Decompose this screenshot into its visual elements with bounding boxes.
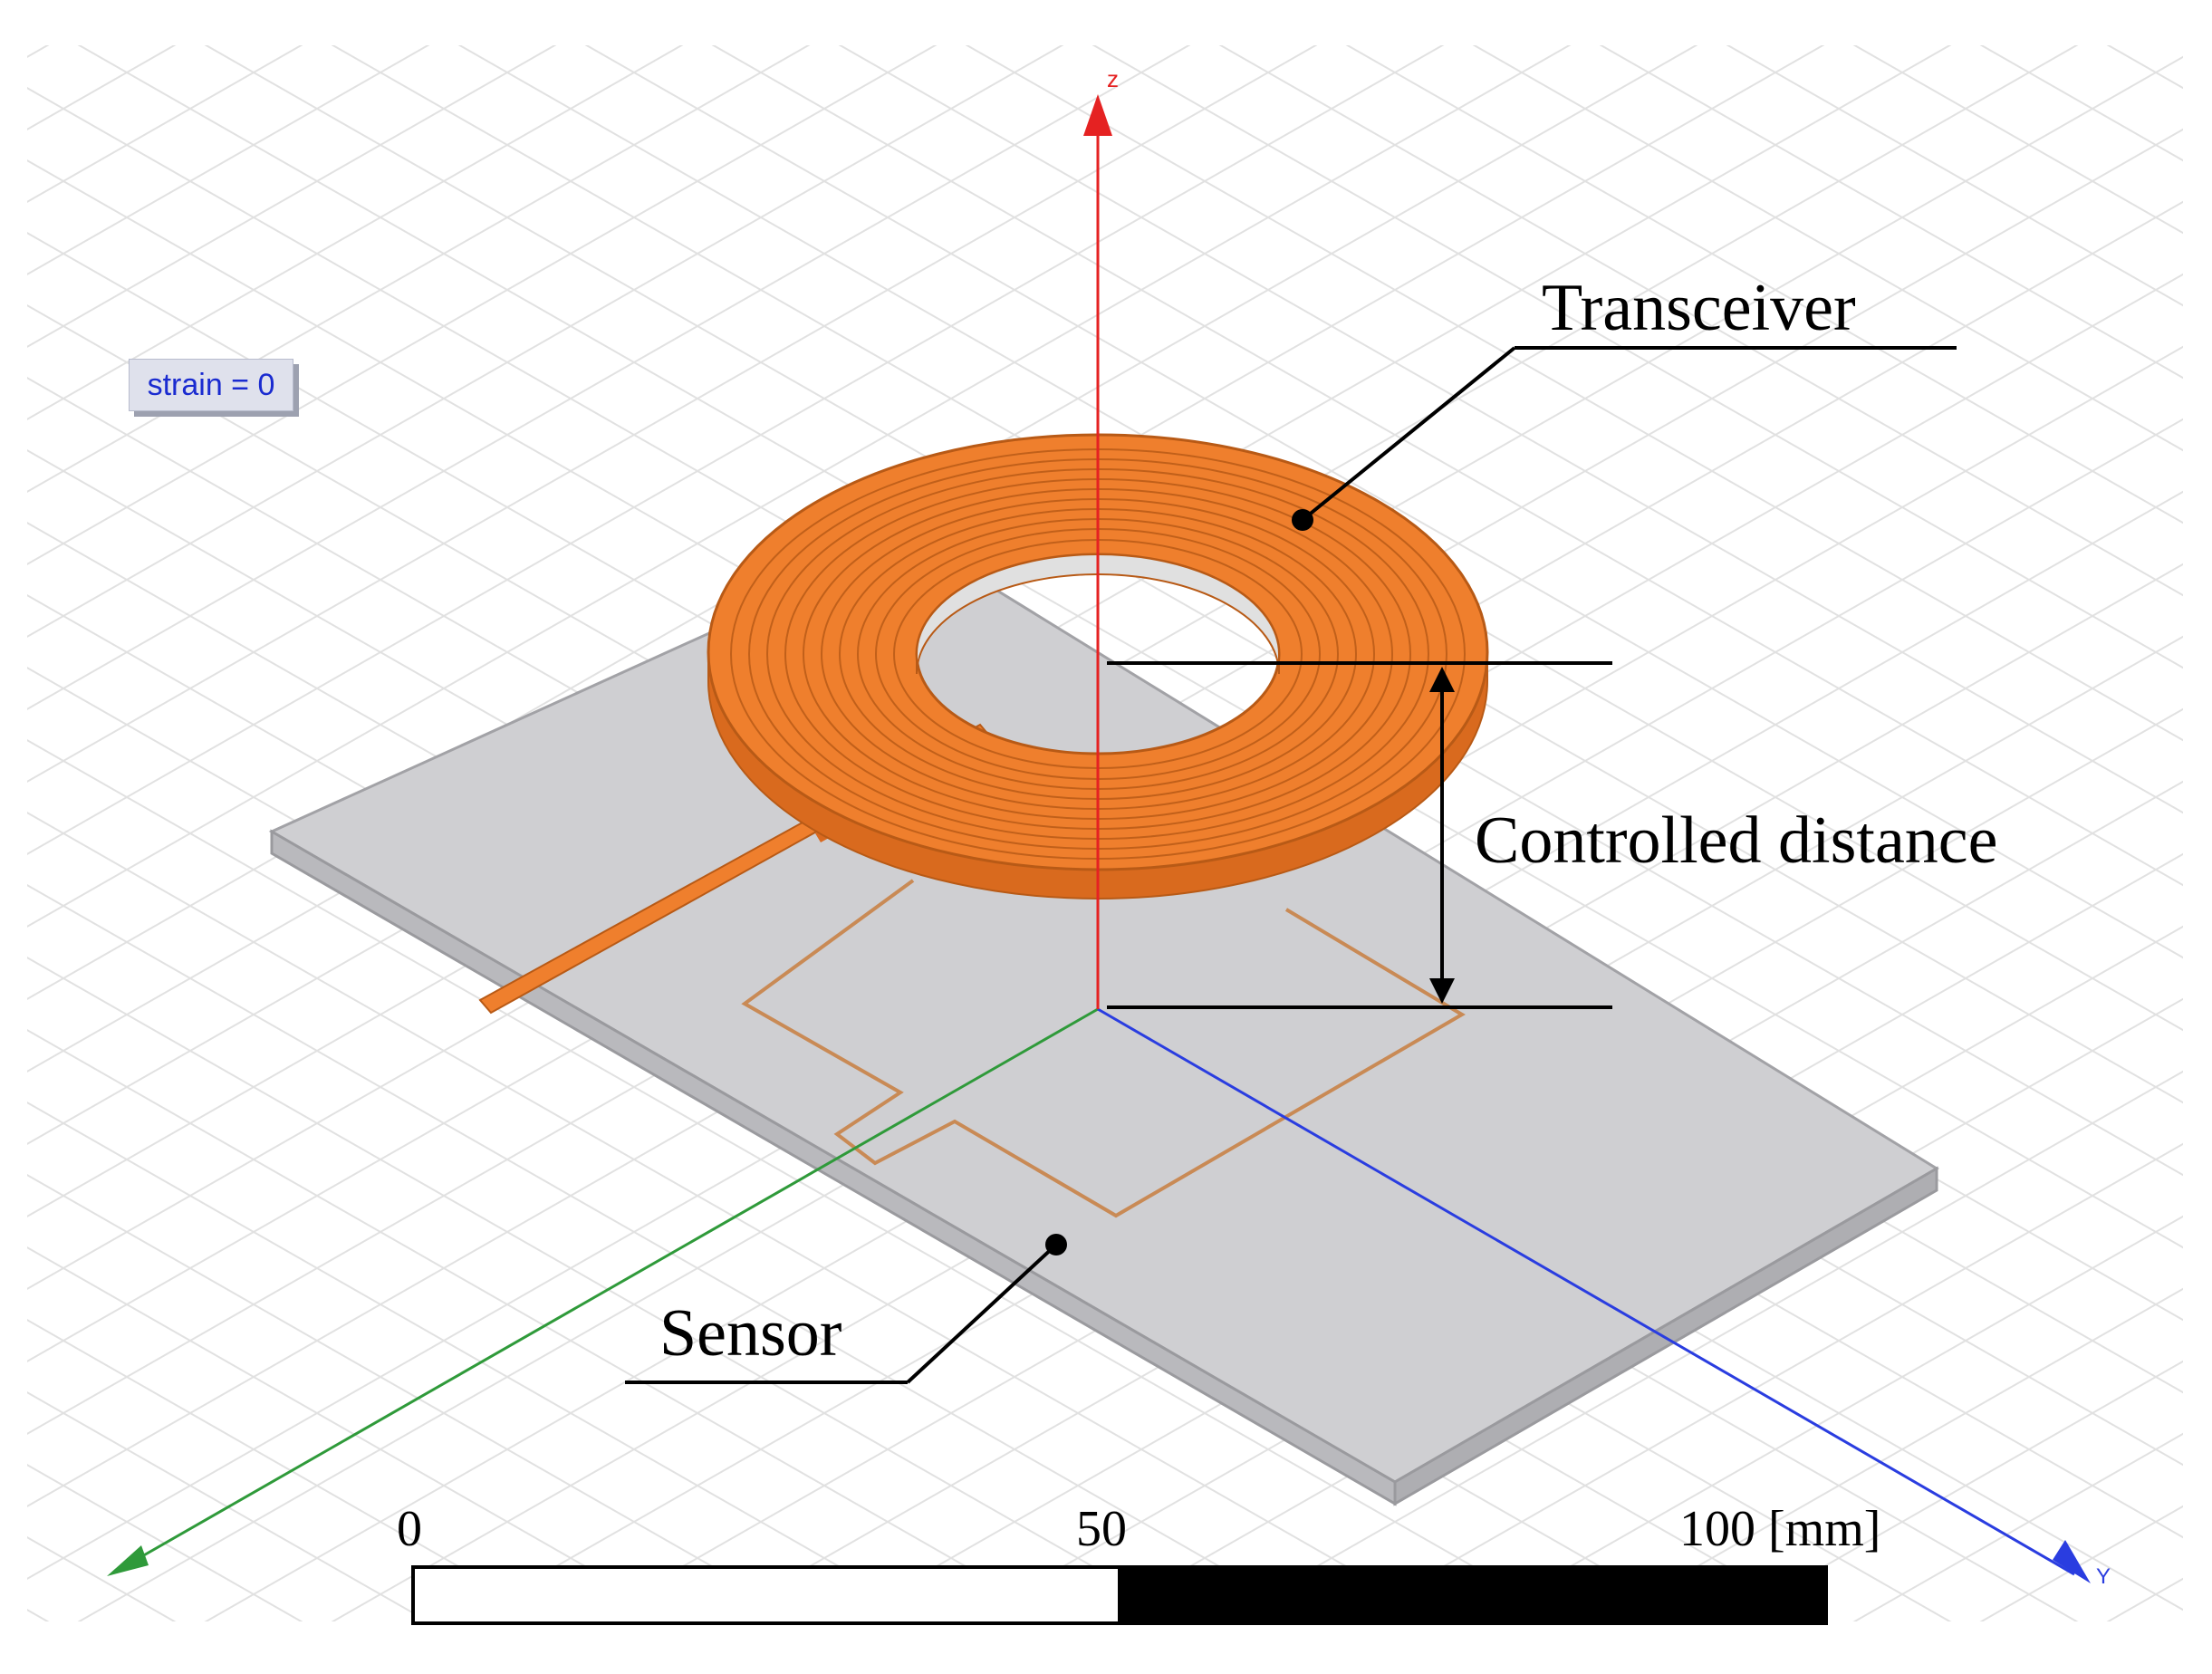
transceiver-coil[interactable] (707, 433, 1489, 900)
y-axis-label: Y (2096, 1564, 2111, 1589)
sensor-callout (625, 1234, 1067, 1384)
controlled-distance-label: Controlled distance (1475, 803, 1997, 878)
sensor-substrate[interactable] (268, 538, 1939, 1506)
x-axis-line (122, 1007, 1099, 1569)
y-axis-arrow-icon (2053, 1540, 2091, 1583)
sensor-callout-dot-icon (1045, 1234, 1067, 1256)
y-axis-line (1097, 1007, 2075, 1576)
sensor-trace (741, 879, 1466, 1218)
scale-tick-100: 100 [mm] (1679, 1501, 1880, 1557)
transceiver-label: Transceiver (1542, 271, 1856, 345)
strain-parameter-label: strain = 0 (147, 367, 275, 402)
x-axis-arrow-icon (107, 1545, 149, 1576)
scale-tick-50: 50 (1076, 1501, 1127, 1557)
z-axis-arrow-icon (1083, 94, 1112, 136)
transceiver-callout (1292, 346, 1957, 531)
dimension-arrow-down-icon (1429, 978, 1455, 1004)
sensor-label: Sensor (659, 1296, 842, 1371)
scale-bar (411, 1565, 1828, 1625)
scale-tick-0: 0 (397, 1501, 422, 1557)
transceiver-callout-dot-icon (1292, 509, 1313, 531)
controlled-distance-dimension (1107, 661, 1612, 1009)
strain-parameter-box[interactable]: strain = 0 (129, 359, 293, 411)
z-axis-label: z (1107, 65, 1119, 92)
dimension-arrow-up-icon (1429, 667, 1455, 692)
